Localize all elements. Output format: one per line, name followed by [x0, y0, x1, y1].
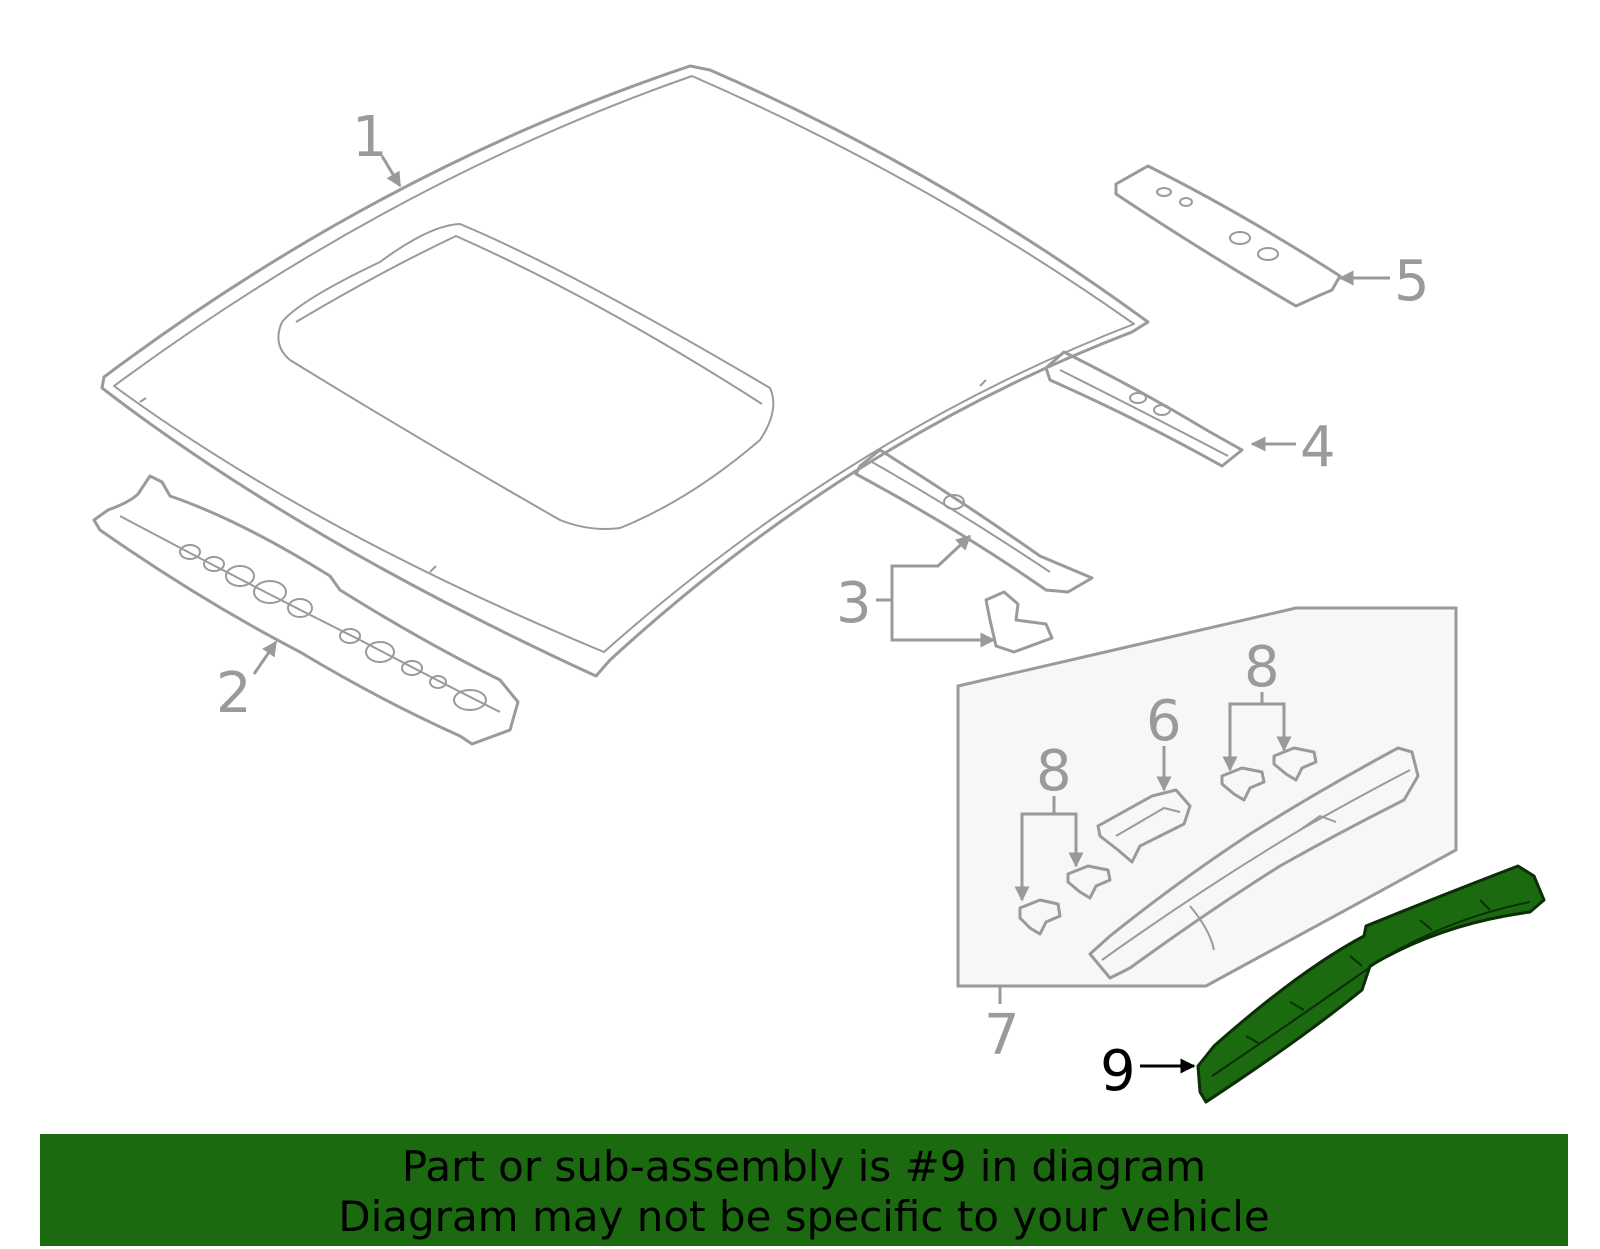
part-8-clip-right-b[interactable] — [1272, 746, 1318, 782]
callout-5: 5 — [1394, 249, 1430, 314]
callout-9: 9 — [1100, 1039, 1136, 1104]
part-8-clip-left-b[interactable] — [1066, 864, 1112, 900]
part-8-clip-left-a[interactable] — [1018, 898, 1062, 936]
callout-8-right: 8 — [1244, 635, 1280, 700]
part-1-roof-panel[interactable] — [100, 64, 1150, 678]
leader-lines — [252, 155, 1390, 1074]
callout-2: 2 — [216, 661, 252, 726]
part-7-inset-box — [956, 606, 1458, 988]
callout-3: 3 — [836, 571, 872, 636]
callout-7: 7 — [984, 1003, 1020, 1068]
callout-4: 4 — [1300, 415, 1336, 480]
banner-line-1: Part or sub-assembly is #9 in diagram — [401, 1142, 1207, 1191]
part-2-front-roof-header[interactable] — [92, 474, 520, 746]
part-9-roof-rail-reinforcement[interactable] — [1196, 864, 1546, 1104]
part-6-bracket[interactable] — [1096, 788, 1192, 864]
notice-banner: Part or sub-assembly is #9 in diagram Di… — [40, 1134, 1568, 1246]
callout-6: 6 — [1146, 689, 1182, 754]
part-4-rear-roof-bow[interactable] — [1044, 350, 1244, 468]
callout-8-left: 8 — [1036, 739, 1072, 804]
part-3-roof-bow[interactable] — [854, 448, 1094, 654]
part-8-clip-right-a[interactable] — [1220, 766, 1266, 802]
banner-line-2: Diagram may not be specific to your vehi… — [338, 1192, 1270, 1241]
callout-1: 1 — [352, 105, 388, 170]
part-7-roof-side-rail[interactable] — [1088, 746, 1420, 980]
part-5-rear-roof-header[interactable] — [1114, 164, 1342, 308]
